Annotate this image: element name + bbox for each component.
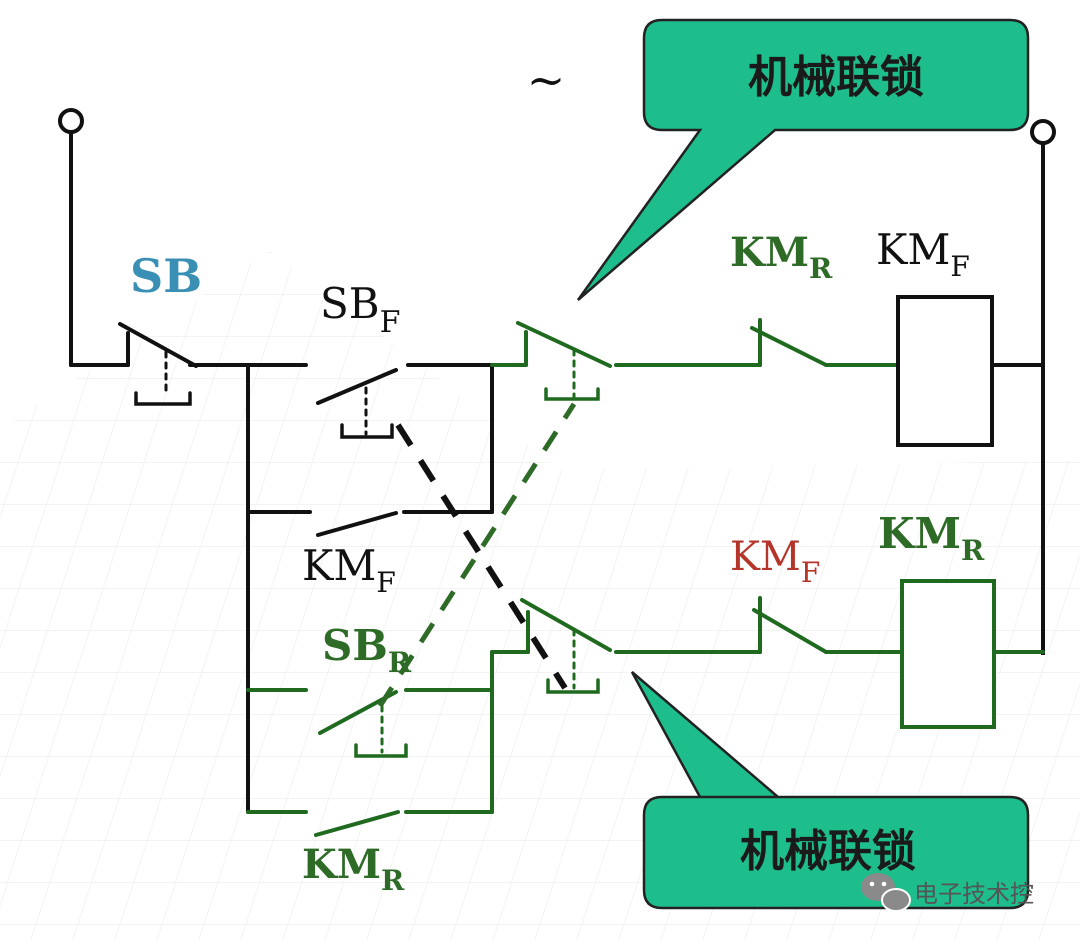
callout-bottom: 机械联锁 [630, 671, 1030, 910]
forward-right-branch [490, 318, 900, 401]
kmf-interlock-contact [752, 596, 828, 654]
label-sbr: SBR [322, 621, 412, 679]
sb-stop-switch [118, 322, 198, 406]
kmf-coil [896, 295, 994, 447]
sbf-start-switch [316, 368, 398, 439]
label-kmr-coil: KMR [878, 509, 985, 567]
right-terminal [1030, 119, 1056, 145]
linkage-sbf [395, 423, 568, 690]
forward-branch [58, 108, 494, 537]
label-sbf: SBF [320, 279, 400, 340]
callout-bottom-text: 机械联锁 [740, 826, 916, 877]
label-sb: SB [130, 249, 202, 303]
watermark: 电子技术控 [861, 873, 1034, 912]
callout-top: 机械联锁 [576, 18, 1030, 301]
watermark-text: 电子技术控 [914, 880, 1034, 908]
kmr-interlock-contact [750, 318, 828, 367]
reverse-branch [246, 510, 1045, 837]
sbf-nc-contact-bottom [520, 598, 612, 694]
left-terminal [58, 108, 84, 134]
label-kmf-interlock: KMF [730, 534, 820, 589]
sbr-nc-contact-top [516, 321, 612, 401]
title-tilde: ~ [527, 53, 566, 107]
wechat-icon [861, 873, 911, 912]
label-kmf-coil: KMF [876, 225, 970, 283]
label-kmr-interlock: KMR [730, 229, 833, 285]
callout-top-text: 机械联锁 [748, 52, 924, 103]
background-grid [0, 250, 1080, 941]
linkage-sbr [377, 402, 577, 708]
kmr-coil [900, 579, 996, 729]
label-kmr-hold: KMR [302, 841, 405, 897]
label-kmf-hold: KMF [302, 541, 396, 599]
